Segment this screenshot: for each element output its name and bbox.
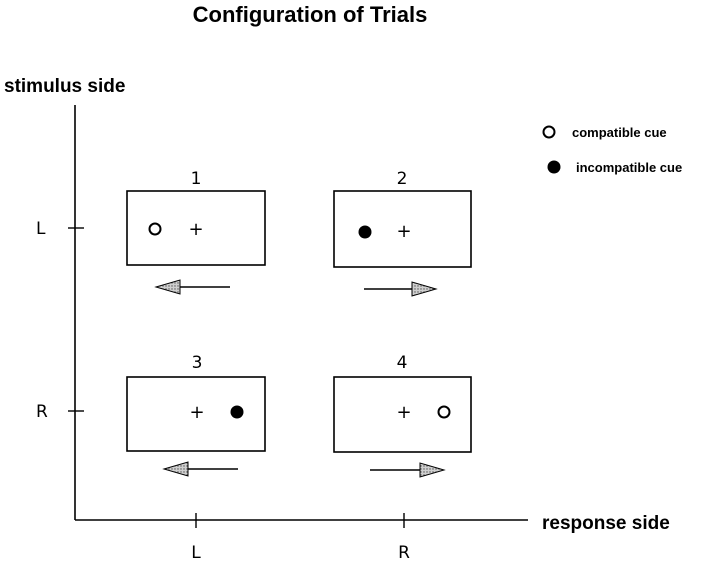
compatible-cue-icon <box>542 125 556 139</box>
trial-number: 4 <box>397 353 408 373</box>
legend: compatible cue incompatible cue <box>542 125 682 175</box>
fixation-cross: + <box>396 221 411 242</box>
stimulus-frame <box>333 190 472 268</box>
incompatible-cue-icon <box>547 160 561 174</box>
right-response-arrow-icon <box>364 281 438 297</box>
compatible-cue-icon <box>437 405 451 419</box>
left-response-arrow-icon <box>162 461 238 477</box>
y-axis-label: stimulus side <box>4 76 125 97</box>
x-tick-label-R: R <box>398 543 410 563</box>
compatible-cue-icon <box>148 222 162 236</box>
trial-panel-3: 3 + <box>126 353 266 477</box>
fixation-cross: + <box>188 219 203 240</box>
legend-incompatible-label: incompatible cue <box>576 160 682 175</box>
trial-panel-4: 4 + <box>333 353 472 478</box>
page-title: Configuration of Trials <box>193 2 428 27</box>
left-response-arrow-icon <box>154 279 230 295</box>
x-axis-label: response side <box>542 513 670 534</box>
right-response-arrow-icon <box>370 462 446 478</box>
incompatible-cue-icon <box>230 405 244 419</box>
trial-panel-2: 2 + <box>333 169 472 297</box>
incompatible-cue-icon <box>358 225 372 239</box>
legend-compatible-label: compatible cue <box>572 125 667 140</box>
fixation-cross: + <box>189 402 204 423</box>
trial-number: 2 <box>397 169 408 189</box>
x-tick-label-L: L <box>191 543 201 563</box>
fixation-cross: + <box>396 402 411 423</box>
trial-number: 1 <box>191 169 202 189</box>
trial-number: 3 <box>192 353 203 373</box>
trial-panel-1: 1 + <box>126 169 266 295</box>
y-tick-label-R: R <box>36 402 48 422</box>
y-tick-label-L: L <box>36 219 46 239</box>
